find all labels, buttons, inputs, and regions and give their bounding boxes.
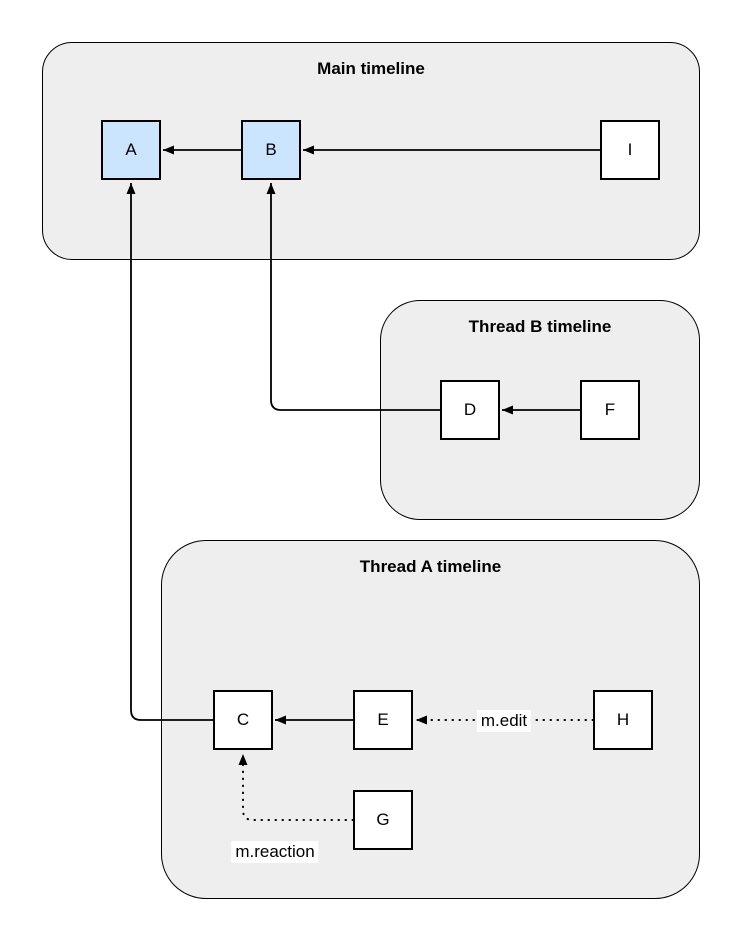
node-f: F — [580, 380, 640, 440]
node-label: I — [627, 140, 633, 159]
node-a: A — [101, 120, 161, 180]
edge-label-m-reaction: m.reaction — [231, 841, 319, 863]
node-label: H — [616, 710, 630, 729]
node-label: B — [265, 140, 277, 159]
edge-d-to-b — [266, 183, 440, 411]
node-g: G — [353, 790, 413, 850]
node-d: D — [440, 380, 500, 440]
group-title: Thread B timeline — [468, 317, 612, 336]
edge-g-to-c — [238, 753, 354, 821]
node-c: C — [213, 690, 273, 750]
group-title: Thread A timeline — [359, 557, 502, 576]
node-label: E — [377, 710, 389, 729]
node-label: F — [604, 400, 616, 419]
node-b: B — [241, 120, 301, 180]
edge-c-to-a — [126, 183, 213, 721]
node-h: H — [593, 690, 653, 750]
group-title: Main timeline — [317, 59, 425, 78]
edge-label-m-edit: m.edit — [476, 710, 532, 732]
node-label: D — [463, 400, 477, 419]
node-e: E — [353, 690, 413, 750]
node-label: A — [125, 140, 137, 159]
node-i: I — [600, 120, 660, 180]
node-label: G — [376, 810, 390, 829]
node-label: C — [236, 710, 250, 729]
